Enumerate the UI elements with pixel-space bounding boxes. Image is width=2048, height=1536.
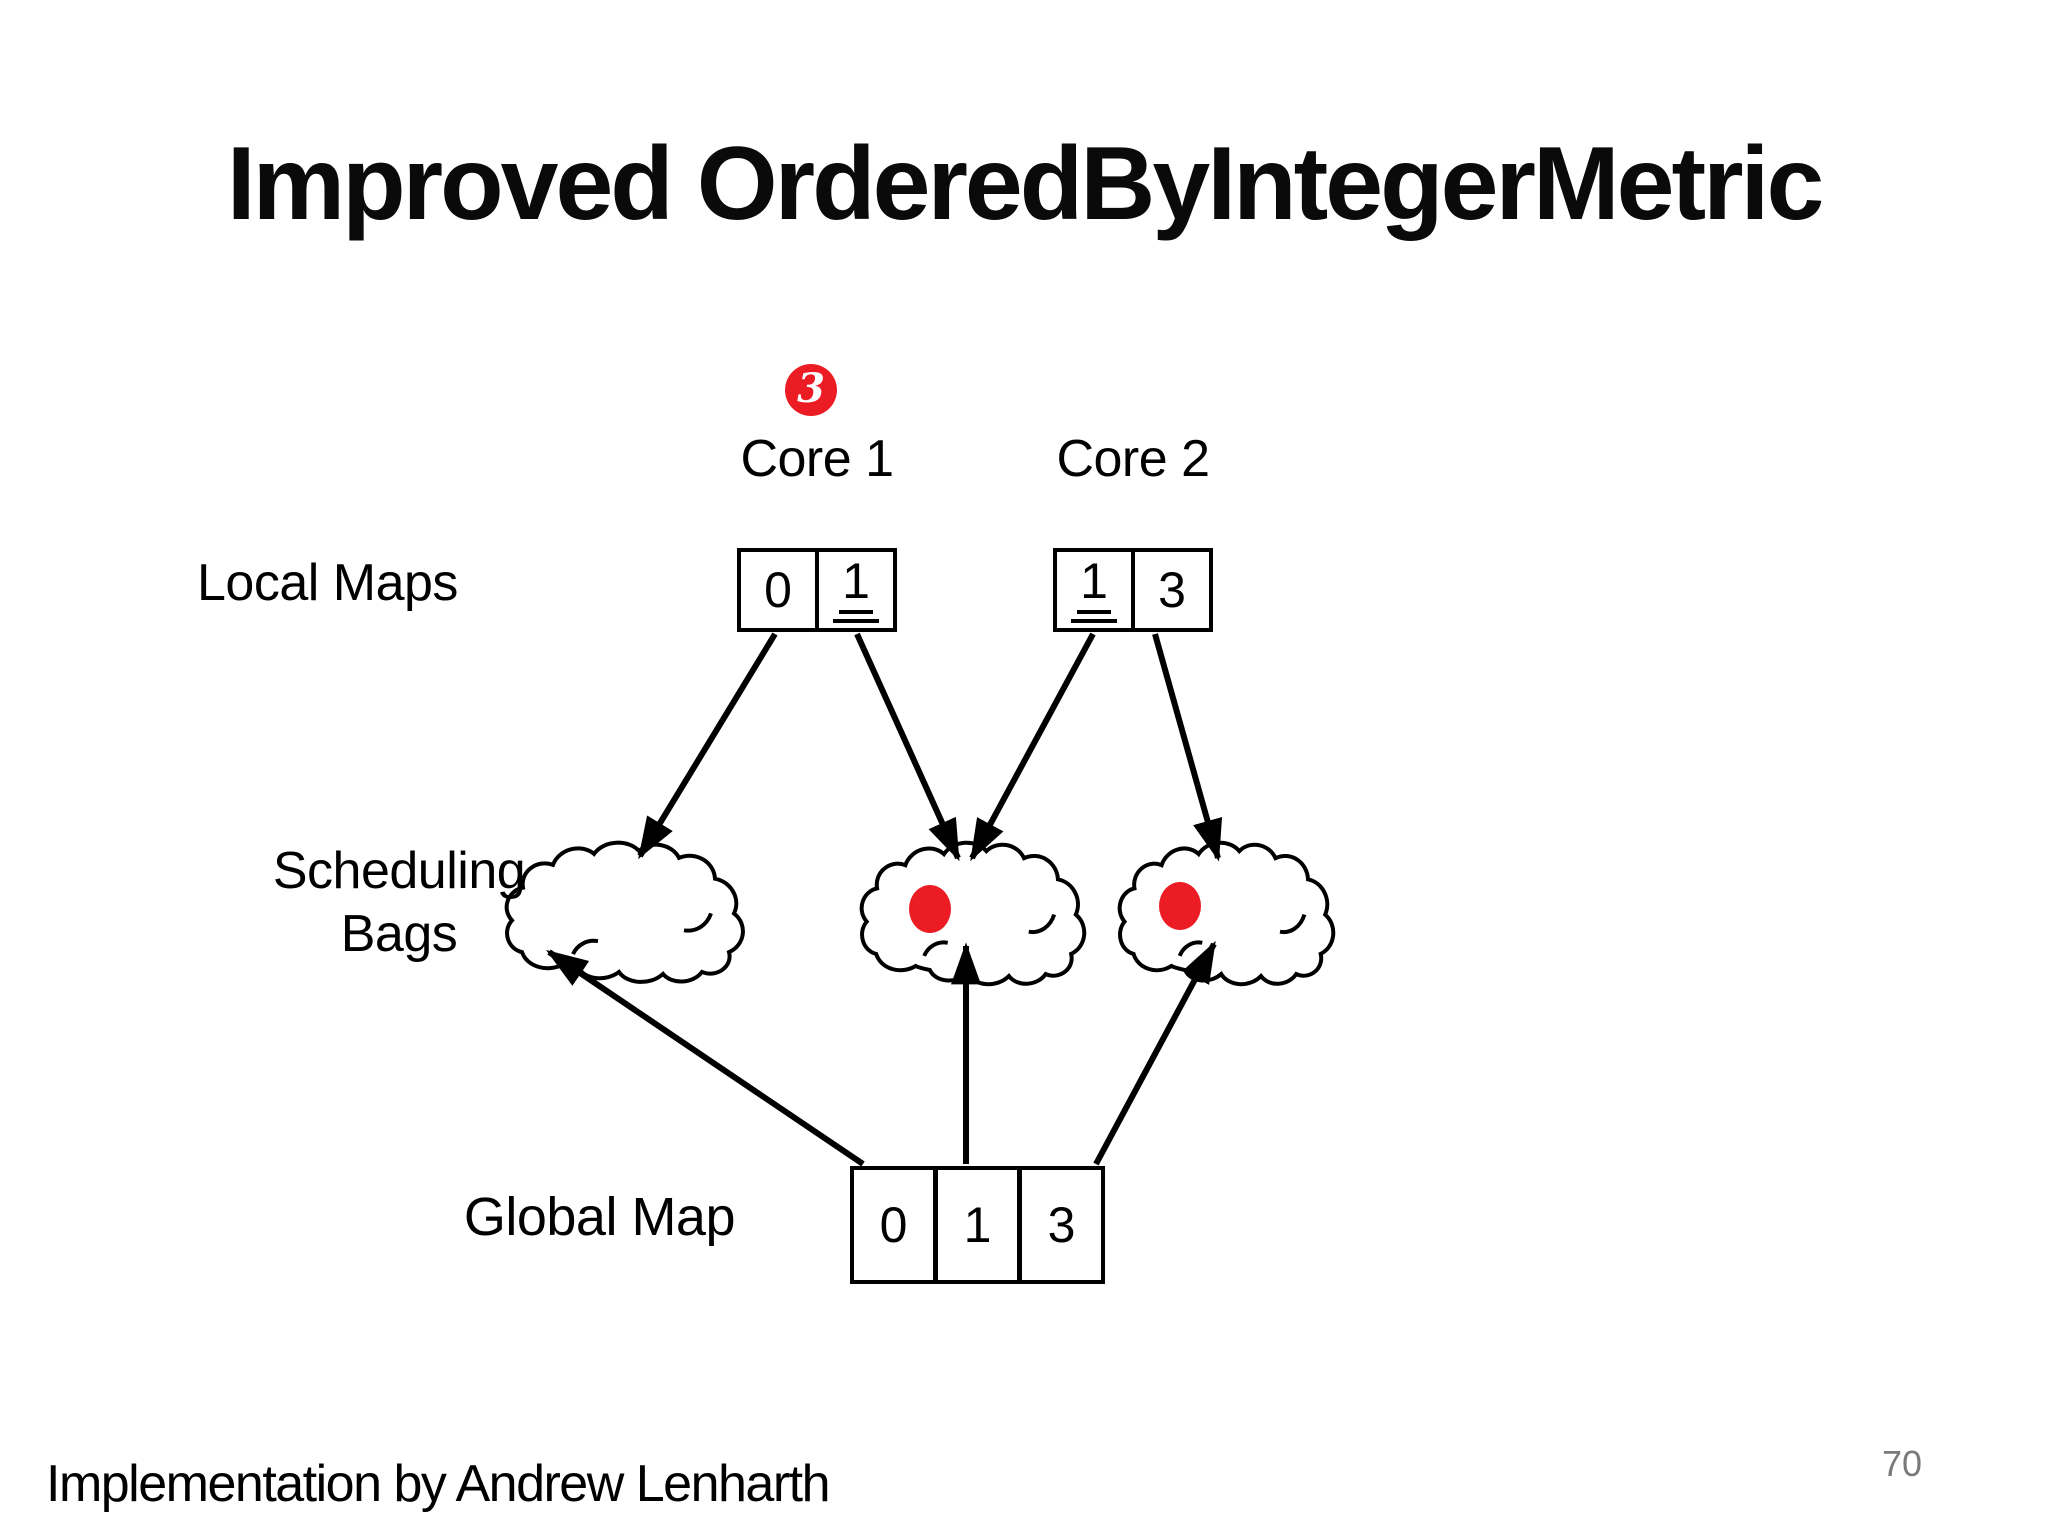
core1-local-map-cell-1: 1: [815, 552, 893, 628]
cell-value: 0: [879, 1197, 908, 1253]
arrow-core1-cell0-to-bag-left: [637, 632, 778, 860]
global-map-cell-0: 0: [854, 1170, 933, 1280]
incoming-task-icon: 3: [785, 364, 837, 416]
local-maps-label: Local Maps: [197, 554, 458, 612]
core2-label: Core 2: [1056, 430, 1210, 488]
core1-local-map-table: 0 1: [737, 548, 897, 632]
arrow-global-cell3-to-bag-right: [1093, 940, 1217, 1166]
cell-value: 3: [1047, 1197, 1076, 1253]
global-map-table: 0 1 3: [850, 1166, 1105, 1284]
arrow-core2-cell1-to-bag-middle: [969, 632, 1096, 862]
slide-title: Improved OrderedByIntegerMetric: [226, 126, 1825, 242]
cell-value: 3: [1158, 562, 1186, 618]
global-map-cell-1: 1: [933, 1170, 1017, 1280]
core2-local-map-cell-1: 3: [1131, 552, 1209, 628]
arrow-global-cell0-to-bag-left: [546, 949, 865, 1167]
cell-value-underlined: 1: [833, 553, 879, 623]
core1-local-map-cell-0: 0: [741, 552, 815, 628]
arrow-core2-cell3-to-bag-right: [1152, 633, 1223, 862]
scheduling-bag-middle: [862, 843, 1085, 984]
core2-local-map-table: 1 3: [1053, 548, 1213, 632]
core1-label: Core 1: [740, 430, 894, 488]
cell-value-underlined: 1: [1071, 553, 1117, 623]
scheduling-bags-label-line1: Scheduling: [272, 842, 526, 900]
scheduling-bag-right: [1120, 843, 1334, 984]
scheduling-bags-label: Scheduling Bags: [249, 840, 549, 966]
page-number: 70: [1882, 1443, 1923, 1484]
footer-credit: Implementation by Andrew Lenharth: [46, 1455, 831, 1513]
task-dot-right-bag: [1159, 882, 1201, 930]
scheduling-bags-label-line2: Bags: [340, 905, 458, 963]
incoming-task-priority: 3: [797, 365, 825, 412]
arrow-core1-cell1-to-bag-middle: [854, 632, 961, 862]
core2-local-map-cell-0: 1: [1057, 552, 1131, 628]
global-map-cell-2: 3: [1017, 1170, 1101, 1280]
cell-value: 1: [963, 1197, 992, 1253]
cell-value: 0: [764, 562, 792, 618]
global-map-label: Global Map: [463, 1187, 736, 1247]
task-dot-middle-bag: [909, 885, 951, 933]
